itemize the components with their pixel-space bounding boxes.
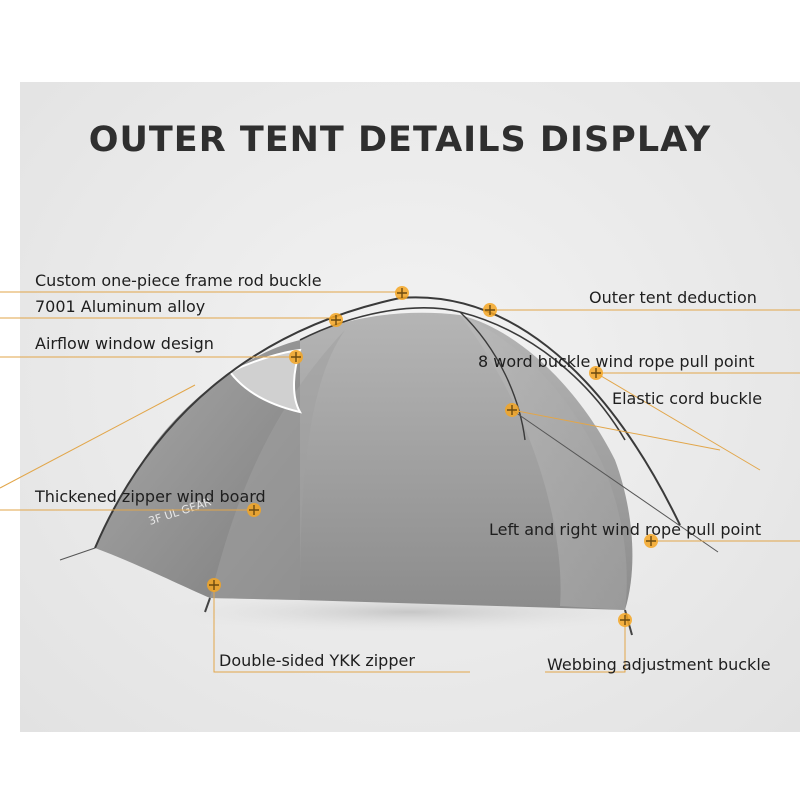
label-webbing-adjustment-buckle: Webbing adjustment buckle [547, 655, 771, 674]
tent-right-panel [460, 315, 627, 610]
leader-webbing-buckle [545, 620, 626, 673]
marker-airflow-window-icon [289, 350, 303, 364]
frame-pole-cross [459, 311, 526, 441]
marker-frame-rod-buckle-icon [395, 286, 409, 300]
marker-zipper-wind-board-icon [247, 503, 261, 517]
label-aluminum-alloy: 7001 Aluminum alloy [35, 297, 206, 316]
marker-aluminum-alloy-icon [329, 313, 343, 327]
marker-wind-rope-pull-point-icon [589, 366, 603, 380]
marker-side-wind-rope-icon [644, 534, 658, 548]
marker-elastic-cord-buckle-icon [505, 403, 519, 417]
leader-ykk-zipper [213, 585, 470, 673]
tent-side-panel [210, 330, 345, 600]
label-outer-tent-deduction: Outer tent deduction [589, 288, 757, 307]
marker-ykk-zipper-icon [207, 578, 221, 592]
label-elastic-cord-buckle: Elastic cord buckle [612, 389, 763, 408]
marker-outer-tent-deduction-icon [483, 303, 497, 317]
label-side-wind-rope-pull-point: Left and right wind rope pull point [489, 520, 762, 539]
guy-line-right [511, 409, 719, 553]
label-frame-rod-buckle: Custom one-piece frame rod buckle [35, 271, 322, 290]
page-title: OUTER TENT DETAILS DISPLAY [88, 120, 712, 160]
leader-left-diagonal [0, 384, 196, 489]
label-zipper-wind-board: Thickened zipper wind board [35, 487, 266, 506]
label-wind-rope-pull-point: 8 word buckle wind rope pull point [478, 352, 755, 371]
leader-elastic-cord-diagonal [595, 372, 761, 471]
leader-lines [0, 291, 800, 673]
markers [207, 286, 658, 627]
stake-left [204, 597, 211, 613]
label-ykk-zipper: Double-sided YKK zipper [219, 651, 415, 670]
leader-elastic-cord-buckle [511, 409, 721, 451]
marker-webbing-buckle-icon [618, 613, 632, 627]
guy-line-left [59, 547, 96, 561]
label-airflow-window: Airflow window design [35, 334, 214, 353]
